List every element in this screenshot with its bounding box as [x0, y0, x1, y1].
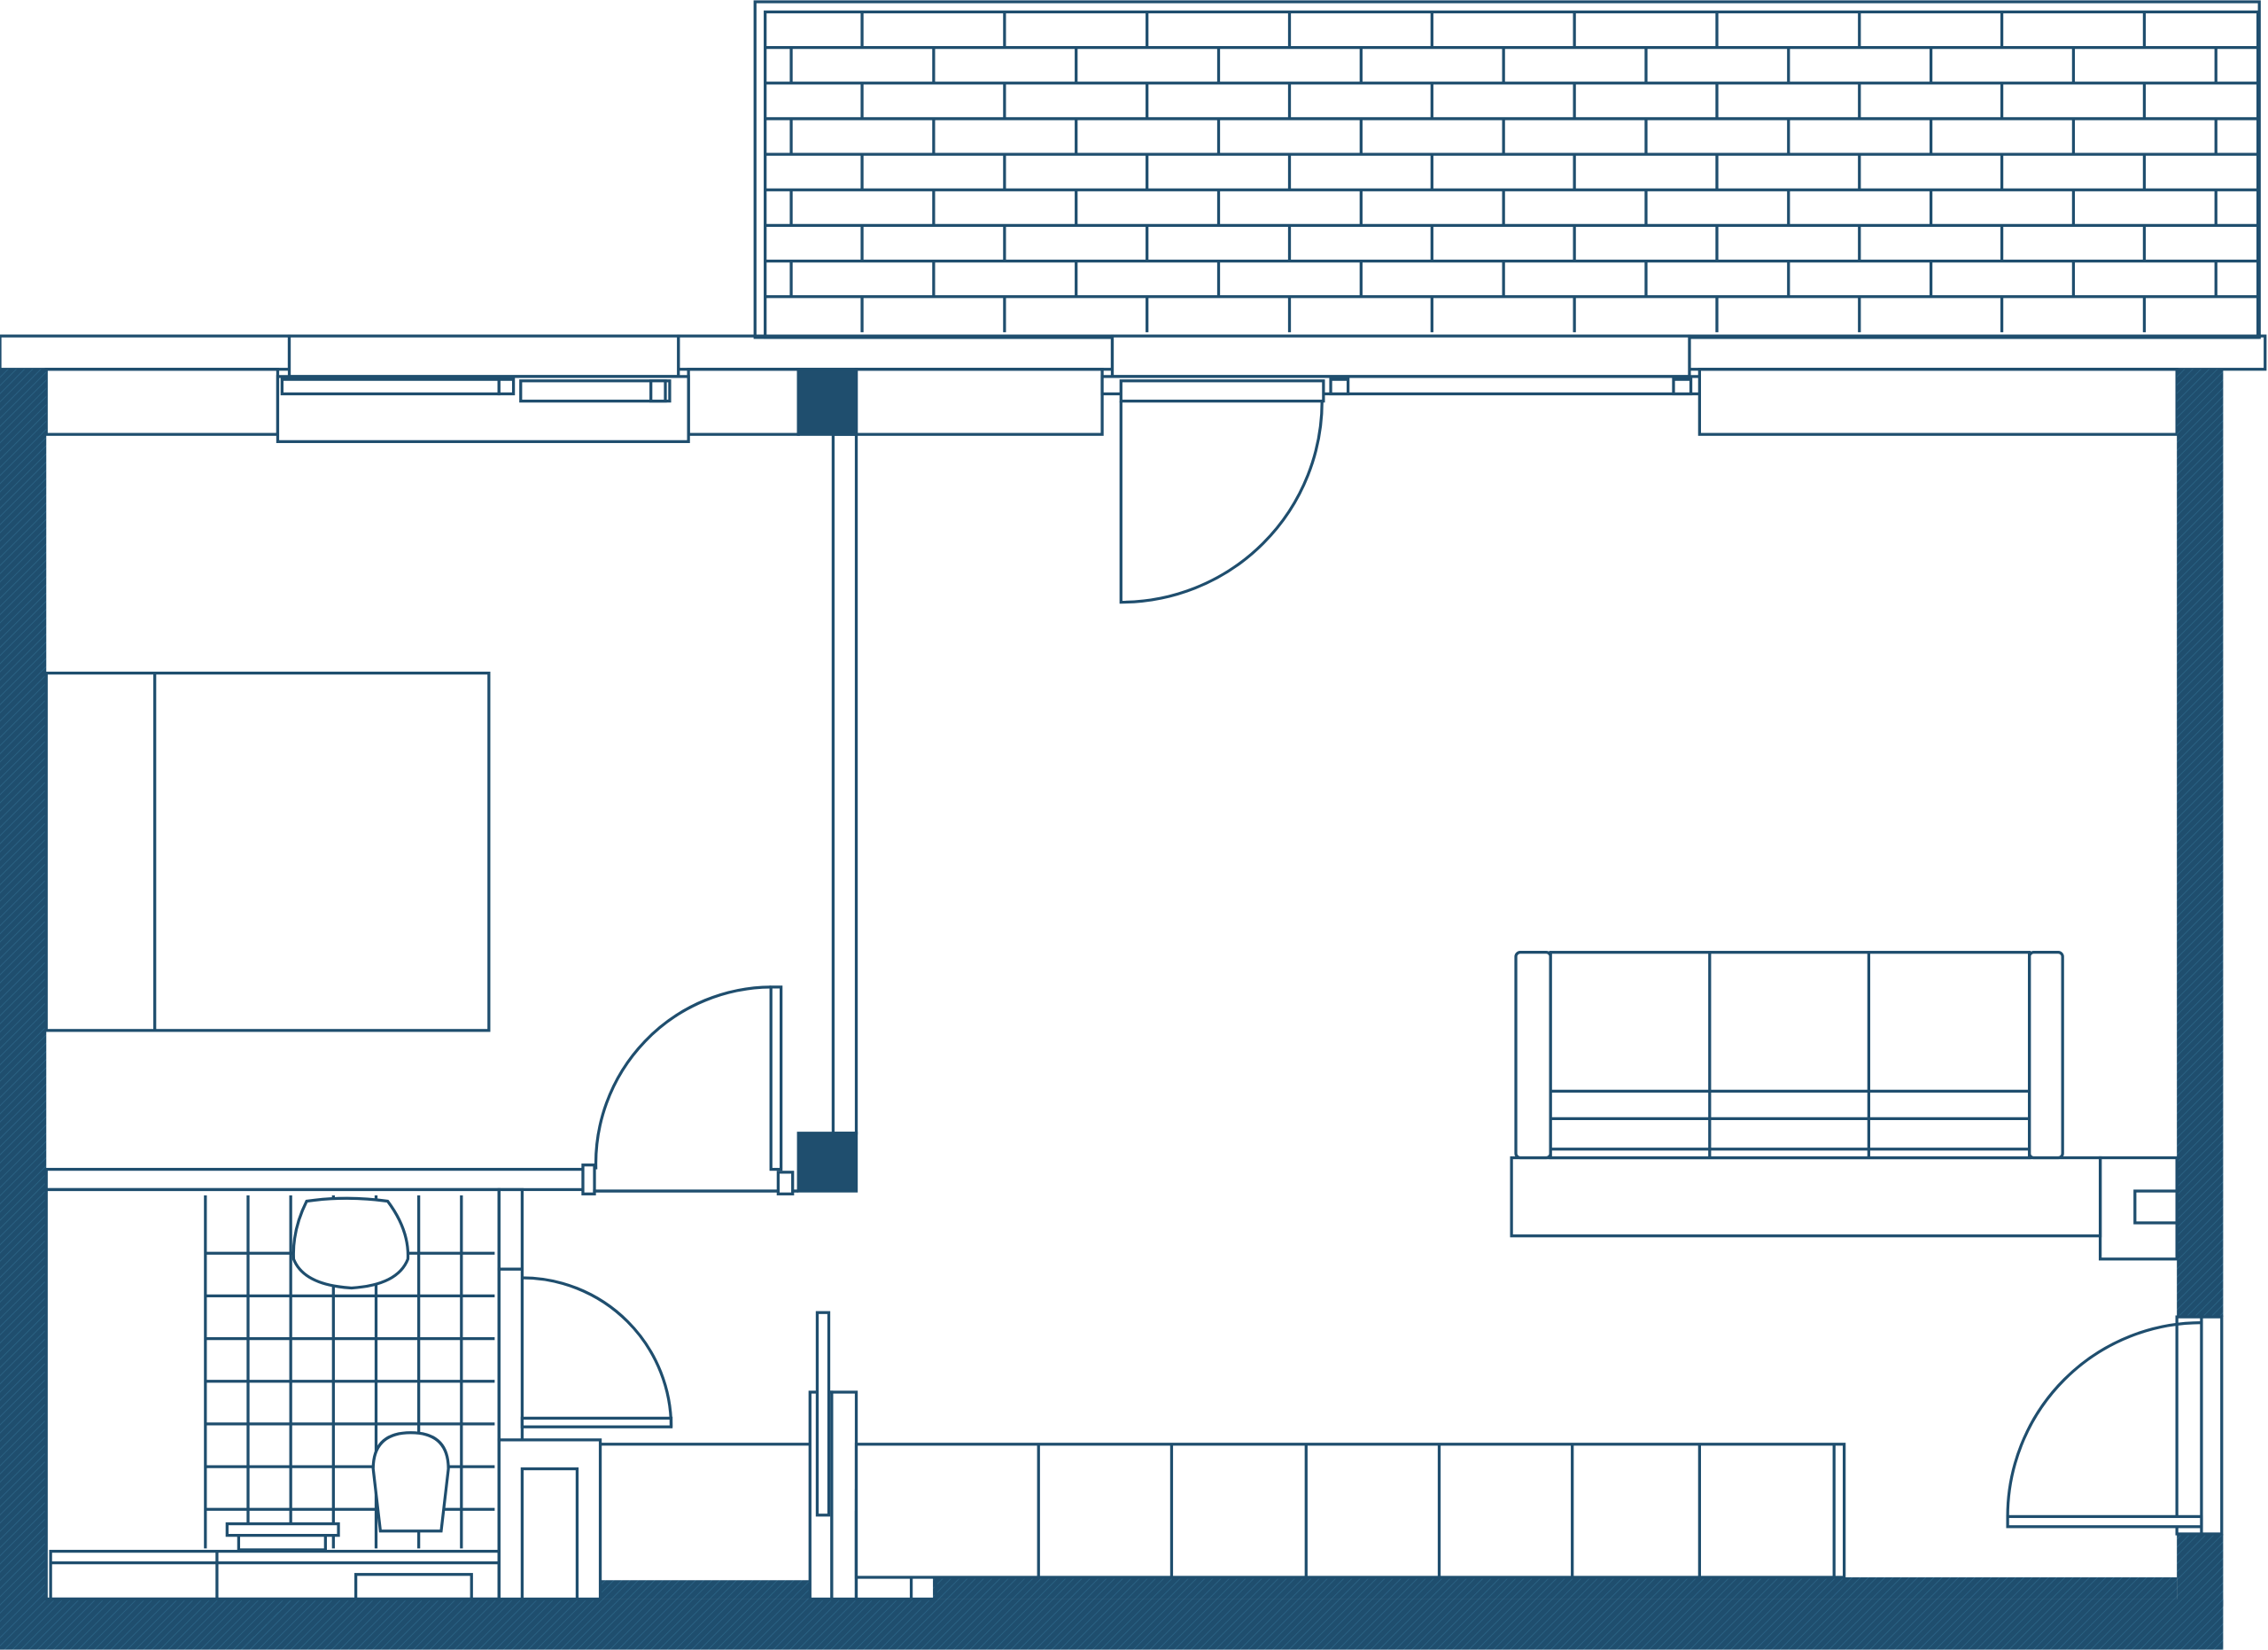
toilet-icon [371, 1431, 450, 1533]
bedroom-door [581, 985, 799, 1195]
terrace-brick-paving [753, 0, 2261, 339]
window-bedroom [276, 334, 690, 443]
sink-icon [291, 1196, 410, 1290]
bathroom-door [497, 1267, 811, 1446]
bathroom-fixtures [44, 1187, 501, 1601]
exterior-walls [0, 369, 2224, 1650]
balcony-door [1119, 401, 1324, 604]
interior-walls [44, 432, 2179, 1601]
entrance-door [2006, 1315, 2224, 1536]
kitchen-cabinets [854, 1443, 1846, 1579]
double-bed [44, 671, 491, 1032]
window-living-room [1100, 334, 1701, 403]
sofa [1510, 951, 2102, 1238]
